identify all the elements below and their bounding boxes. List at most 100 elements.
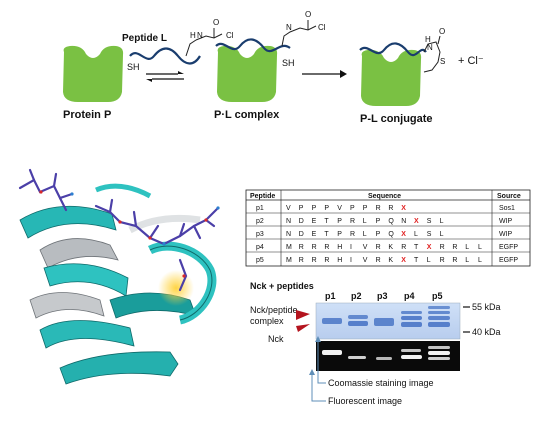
sequence-residue: P xyxy=(299,205,304,212)
complex-red-arrow xyxy=(296,310,310,320)
table-row-name: p3 xyxy=(256,231,264,238)
sequence-residue: M xyxy=(286,244,292,251)
table-row-name: p2 xyxy=(256,218,264,225)
marker-40-label: 40 kDa xyxy=(472,327,501,337)
gel-title: Nck + peptides xyxy=(250,281,314,291)
table-row-name: p5 xyxy=(256,257,264,264)
sequence-residue: D xyxy=(299,218,304,225)
sequence-residue: L xyxy=(363,218,367,225)
sequence-residue: N xyxy=(286,231,291,238)
sequence-residue: R xyxy=(299,244,304,251)
peptide-l-nh: H xyxy=(190,31,196,40)
sequence-residue: R xyxy=(440,257,445,264)
table-header-source: Source xyxy=(497,193,521,200)
equilibrium-reverse-head xyxy=(146,79,152,82)
sequence-residue: X xyxy=(401,205,406,212)
sequence-residue: R xyxy=(312,244,317,251)
sequence-residue: V xyxy=(286,205,291,212)
sequence-residue: L xyxy=(414,231,418,238)
conjugate-label: P-L conjugate xyxy=(360,113,433,125)
gel-lane-label: p5 xyxy=(432,291,443,301)
sequence-residue: R xyxy=(452,257,457,264)
nck-label: Nck xyxy=(268,334,284,344)
sequence-residue: K xyxy=(388,257,393,264)
sequence-residue: T xyxy=(324,231,329,238)
sequence-residue: Q xyxy=(388,231,394,238)
sequence-residue: P xyxy=(324,205,329,212)
sequence-residue: D xyxy=(299,231,304,238)
sequence-residue: N xyxy=(401,218,406,225)
sh-label-protein: SH xyxy=(127,62,140,72)
sequence-residue: L xyxy=(465,257,469,264)
sequence-residue: R xyxy=(440,244,445,251)
sequence-residue: X xyxy=(401,231,406,238)
sequence-residue: L xyxy=(440,231,444,238)
coomassie-label: Coomassie staining image xyxy=(328,378,434,388)
sequence-residue: P xyxy=(337,231,342,238)
complex-o: O xyxy=(305,10,311,19)
peptide-l-o: O xyxy=(213,18,219,27)
fluorescent-callout-head xyxy=(309,369,315,375)
sequence-residue: H xyxy=(337,257,342,264)
complex-cl: Cl xyxy=(318,23,326,32)
table-header-peptide: Peptide xyxy=(250,193,275,200)
sequence-residue: R xyxy=(299,257,304,264)
sequence-residue: L xyxy=(427,257,431,264)
protein-p-label: Protein P xyxy=(63,109,111,121)
sequence-residue: T xyxy=(324,218,329,225)
sequence-residue: I xyxy=(350,244,352,251)
table-row-source: EGFP xyxy=(499,257,518,264)
table-row-source: EGFP xyxy=(499,244,518,251)
marker-55-label: 55 kDa xyxy=(472,302,501,312)
sequence-residue: L xyxy=(440,218,444,225)
reaction-arrow-head xyxy=(340,70,347,78)
conjugate-protein-shape xyxy=(361,50,421,106)
equilibrium-forward-head xyxy=(178,71,184,74)
sequence-residue: R xyxy=(376,257,381,264)
sequence-residue: P xyxy=(312,205,317,212)
gel-lane-label: p3 xyxy=(377,291,388,301)
sequence-residue: P xyxy=(337,218,342,225)
conjugate-carbonyl xyxy=(438,36,440,44)
sequence-residue: X xyxy=(401,257,406,264)
sequence-residue: E xyxy=(312,231,317,238)
sequence-residue: S xyxy=(427,231,432,238)
peptide-l-n: N xyxy=(197,31,203,40)
chloride-label: + Cl⁻ xyxy=(458,55,484,67)
conjugate-o: O xyxy=(439,27,445,36)
complex-nh: N xyxy=(286,23,292,32)
table-row-source: WIP xyxy=(499,218,513,225)
sequence-residue: R xyxy=(388,205,393,212)
complex-label-line2: complex xyxy=(250,316,284,326)
sequence-residue: R xyxy=(401,244,406,251)
gel-lane-label: p1 xyxy=(325,291,336,301)
complex-label-line1: Nck/peptide xyxy=(250,305,298,315)
table-header-sequence: Sequence xyxy=(368,193,401,200)
table-row-name: p4 xyxy=(256,244,264,251)
sequence-residue: S xyxy=(427,218,432,225)
sequence-residue: E xyxy=(312,218,317,225)
peptide-l-cl: Cl xyxy=(226,31,234,40)
conjugate-s: S xyxy=(440,57,445,66)
sequence-residue: Q xyxy=(388,218,394,225)
complex-sh: SH xyxy=(282,58,295,68)
sequence-residue: I xyxy=(350,257,352,264)
table-row-name: p1 xyxy=(256,205,264,212)
sequence-residue: R xyxy=(350,218,355,225)
gel-lane-label: p2 xyxy=(351,291,362,301)
sequence-residue: R xyxy=(324,257,329,264)
sequence-residue: V xyxy=(363,244,368,251)
peptide-l-chain xyxy=(130,49,200,64)
sequence-residue: R xyxy=(452,244,457,251)
sequence-residue: R xyxy=(350,231,355,238)
protein-structure-illustration xyxy=(20,170,220,384)
fluorescent-gel xyxy=(316,341,460,371)
sequence-residue: R xyxy=(376,205,381,212)
sequence-residue: P xyxy=(376,231,381,238)
table-row-source: Sos1 xyxy=(499,205,515,212)
conjugate-n: N xyxy=(427,43,433,52)
gel-lane-label: p4 xyxy=(404,291,415,301)
sequence-residue: K xyxy=(388,244,393,251)
